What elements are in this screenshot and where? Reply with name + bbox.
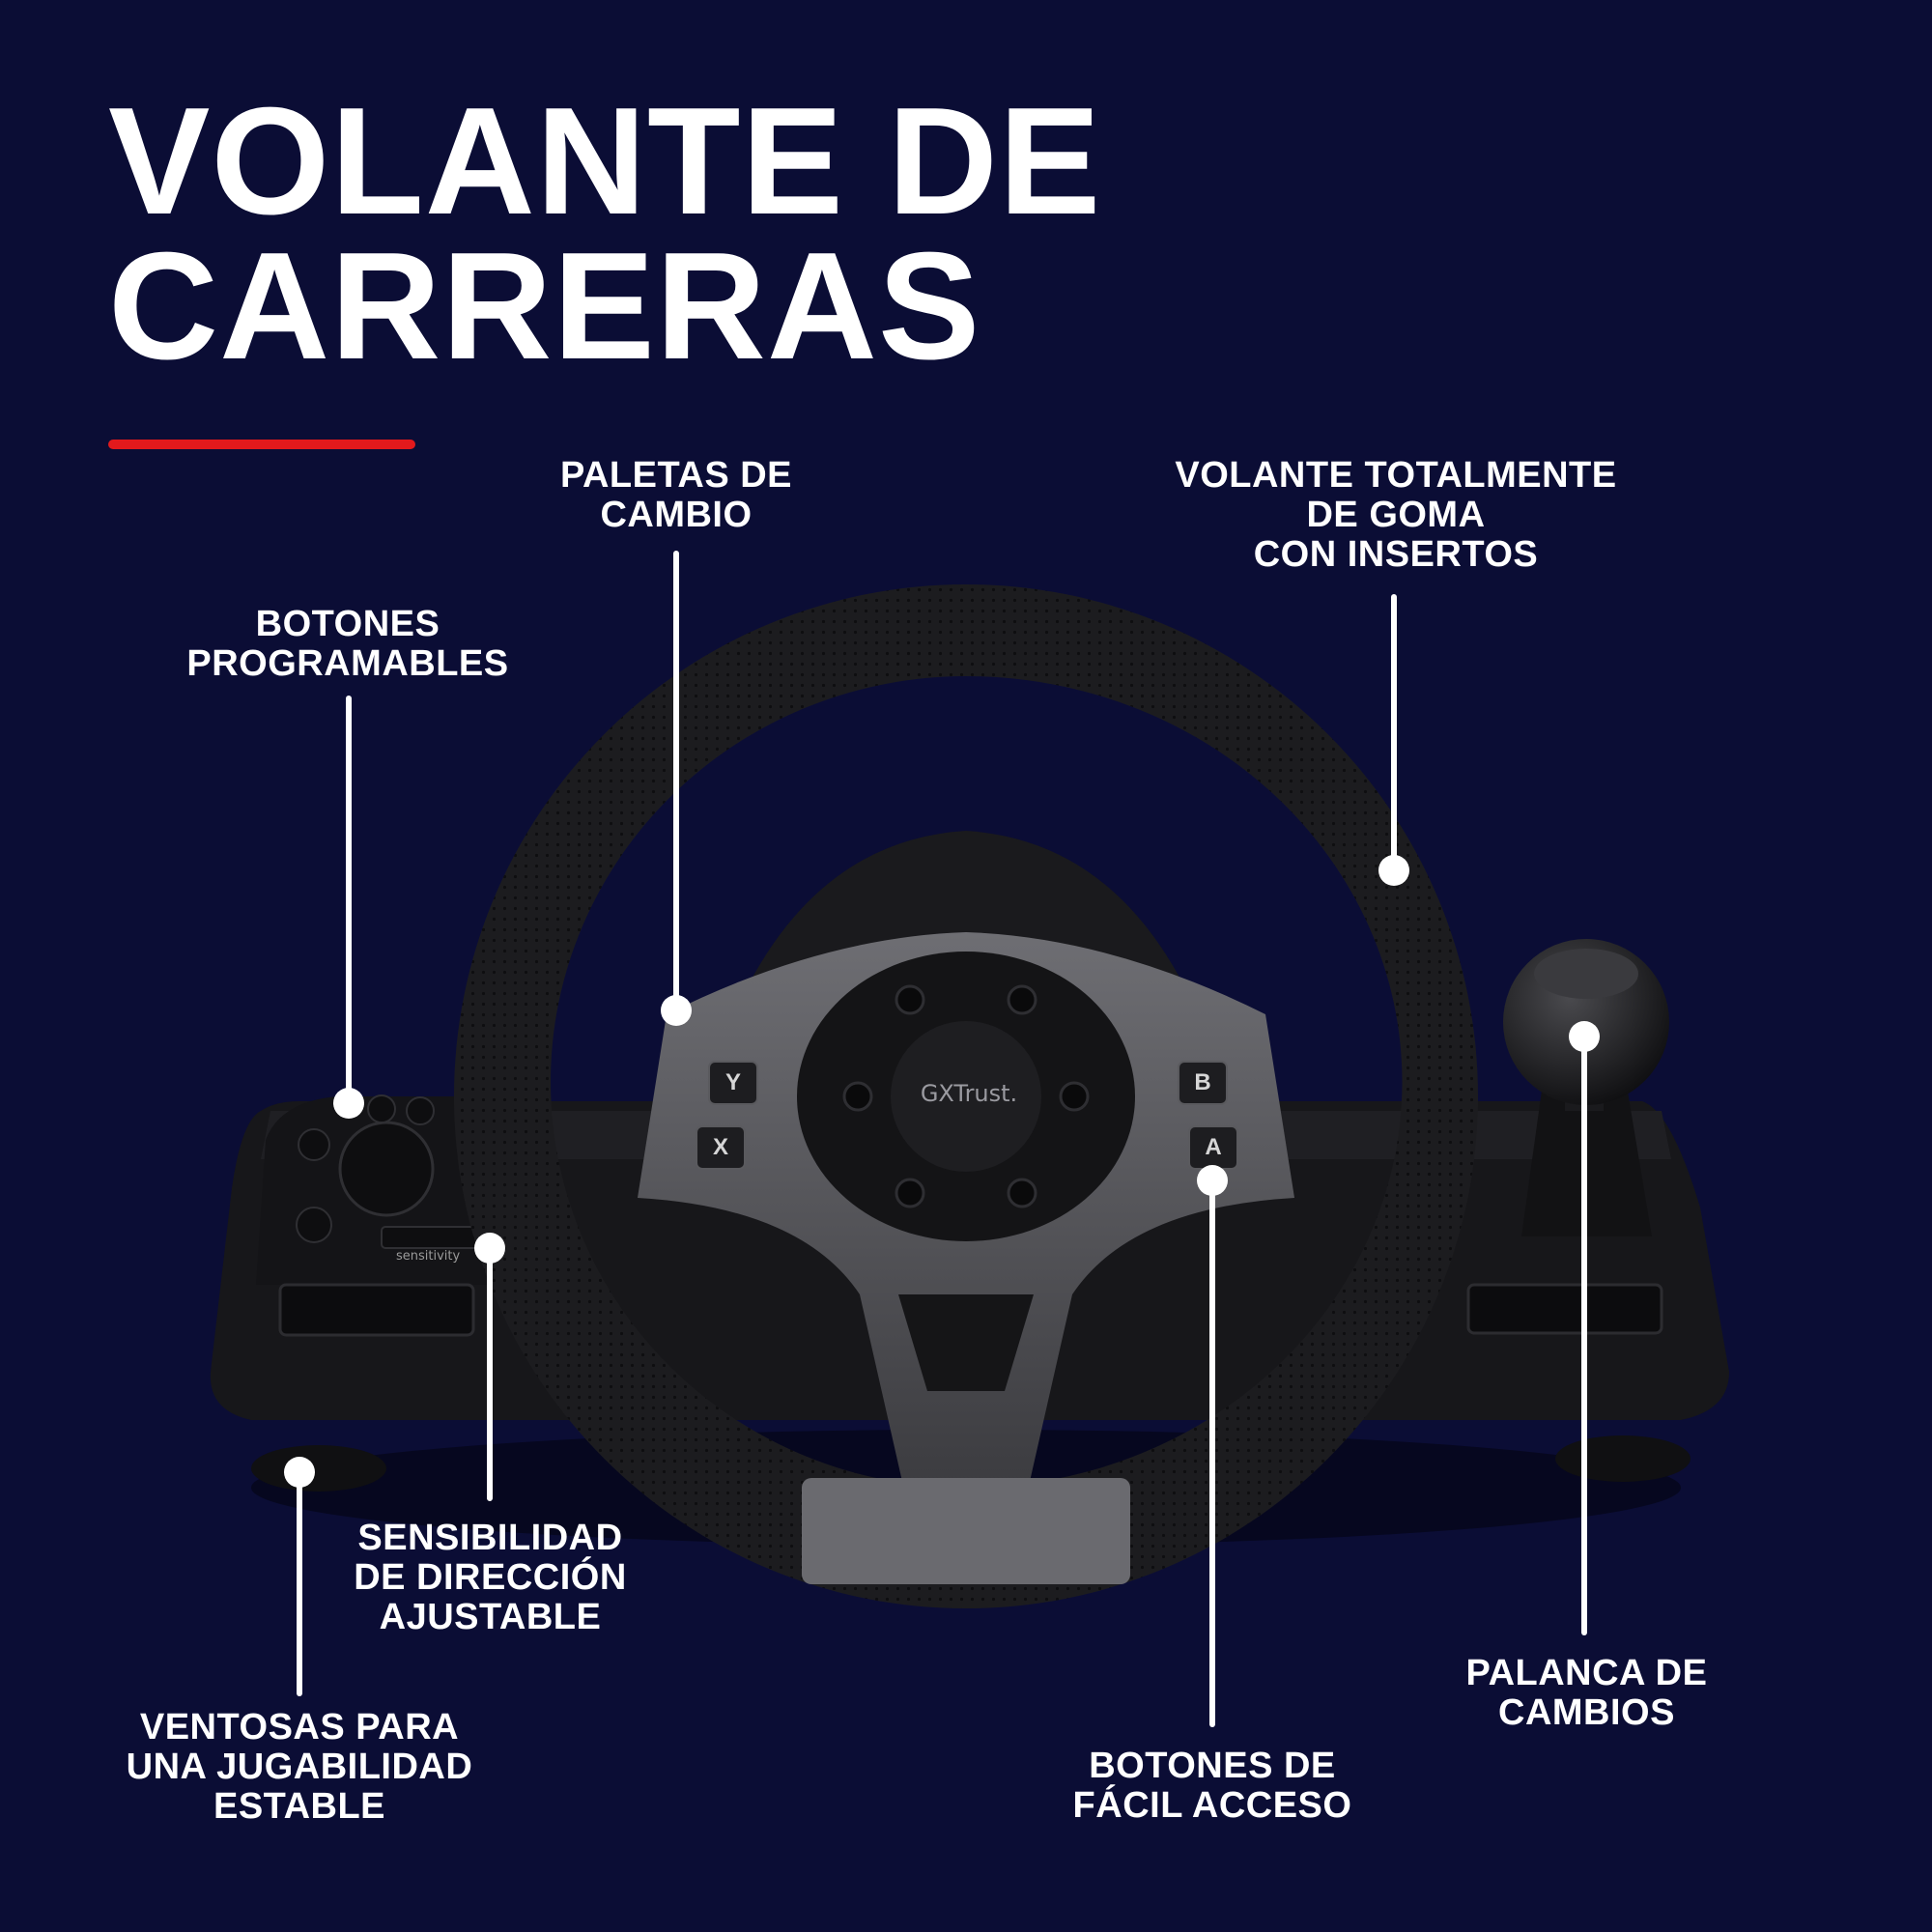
page-title: VOLANTE DE CARRERAS — [108, 76, 1102, 391]
left-suction-foot — [251, 1445, 386, 1492]
face-button-a: A — [1188, 1125, 1238, 1170]
btn-rs — [406, 1096, 435, 1125]
callout-easy-buttons-line: FÁCIL ACCESO — [1072, 1785, 1352, 1826]
callout-programmable-buttons-line: PROGRAMABLES — [186, 643, 509, 684]
face-button-b: B — [1178, 1061, 1228, 1105]
leader-line-paddles — [673, 551, 679, 1010]
callout-rubber-wheel: VOLANTE TOTALMENTE DE GOMA CON INSERTOS — [1130, 456, 1662, 575]
leader-dot-sensitivity — [474, 1233, 505, 1264]
hub-screw — [1007, 1178, 1037, 1208]
leader-dot-paddles — [661, 995, 692, 1026]
face-button-x: X — [696, 1125, 746, 1170]
hub-screw — [842, 1081, 873, 1112]
face-button-y: Y — [708, 1061, 758, 1105]
callout-rubber-wheel-line: CON INSERTOS — [1253, 534, 1539, 575]
callout-programmable-buttons: BOTONES PROGRAMABLES — [159, 605, 536, 684]
sensitivity-label: sensitivity — [396, 1249, 461, 1264]
hub-screw — [1059, 1081, 1090, 1112]
callout-sensitivity: SENSIBILIDAD DE DIRECCIÓN AJUSTABLE — [328, 1519, 652, 1637]
callout-paddles-line: CAMBIO — [600, 495, 753, 535]
callout-suction-cups-line: ESTABLE — [213, 1786, 386, 1827]
callout-paddles: PALETAS DE CAMBIO — [541, 456, 811, 535]
btn-menu — [296, 1207, 332, 1243]
bottom-metal-insert — [802, 1478, 1130, 1584]
callout-sensitivity-line: AJUSTABLE — [379, 1597, 602, 1637]
leader-dot-programmable-buttons — [333, 1088, 364, 1119]
callout-easy-buttons: BOTONES DE FÁCIL ACCESO — [1058, 1747, 1367, 1826]
leader-dot-suction-cups — [284, 1457, 315, 1488]
brand-logo: GXTrust. — [920, 1080, 1018, 1107]
callout-rubber-wheel-line: DE GOMA — [1306, 495, 1486, 535]
leader-line-gear-lever — [1581, 1037, 1587, 1635]
leader-dot-rubber-wheel — [1378, 855, 1409, 886]
hub-screw — [1007, 984, 1037, 1015]
callout-gear-lever-line: PALANCA DE — [1465, 1653, 1708, 1693]
callout-sensitivity-line: DE DIRECCIÓN — [354, 1557, 627, 1598]
lower-spoke-cutout — [898, 1294, 1034, 1391]
callout-rubber-wheel-line: VOLANTE TOTALMENTE — [1175, 455, 1617, 496]
callout-programmable-buttons-line: BOTONES — [255, 604, 440, 644]
left-pod-slot — [278, 1283, 475, 1337]
hub-screw — [895, 984, 925, 1015]
leader-line-rubber-wheel — [1391, 594, 1397, 870]
callout-sensitivity-line: SENSIBILIDAD — [357, 1518, 623, 1558]
callout-suction-cups: VENTOSAS PARA UNA JUGABILIDAD ESTABLE — [106, 1708, 493, 1827]
right-pod-slot — [1466, 1283, 1663, 1335]
title-line-2: CARRERAS — [108, 221, 981, 391]
callout-paddles-line: PALETAS DE — [559, 455, 793, 496]
title-line-1: VOLANTE DE — [108, 76, 1102, 246]
callout-easy-buttons-line: BOTONES DE — [1089, 1746, 1336, 1786]
callout-gear-lever-line: CAMBIOS — [1498, 1692, 1675, 1733]
leader-line-programmable-buttons — [346, 696, 352, 1103]
btn-ls — [367, 1094, 396, 1123]
title-underline — [108, 440, 415, 449]
hub-logo-disc — [891, 1021, 1041, 1172]
callout-suction-cups-line: UNA JUGABILIDAD — [126, 1747, 473, 1787]
leader-line-sensitivity — [487, 1248, 493, 1501]
hub-screw — [895, 1178, 925, 1208]
shifter-knob-top — [1534, 949, 1638, 999]
btn-lb — [298, 1128, 330, 1161]
leader-line-suction-cups — [297, 1472, 302, 1696]
callout-suction-cups-line: VENTOSAS PARA — [139, 1707, 460, 1747]
leader-line-easy-buttons — [1209, 1180, 1215, 1727]
callout-gear-lever: PALANCA DE CAMBIOS — [1449, 1654, 1724, 1733]
dpad-ring — [338, 1121, 435, 1217]
right-suction-foot — [1555, 1435, 1690, 1482]
